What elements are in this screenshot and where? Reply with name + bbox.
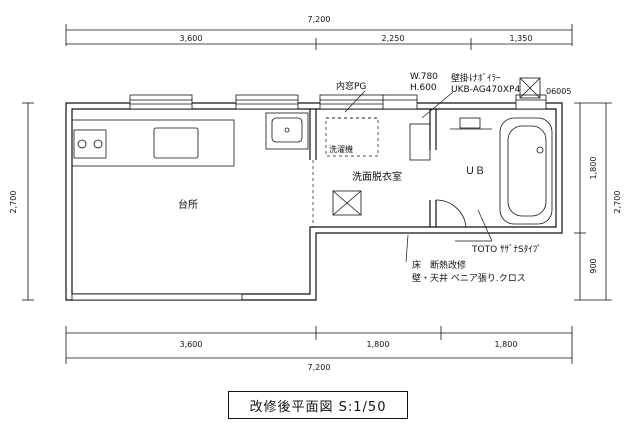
dim-top-seg3: 1,350 (510, 34, 533, 43)
room-washroom: 洗面脱衣室 (352, 170, 402, 183)
room-bath: ＵＢ (465, 166, 485, 177)
dim-bottom-seg2: 1,800 (367, 340, 390, 349)
label-boiler-model: UKB-AG470XP4 (451, 85, 520, 95)
dim-bottom-seg1: 3,600 (180, 340, 203, 349)
label-code: 06005 (546, 87, 571, 96)
dim-left-total: 2,700 (9, 191, 18, 214)
dim-right-total: 2,700 (613, 191, 622, 214)
dim-top-seg2: 2,250 (382, 34, 405, 43)
label-window-pg: 内窓PG (336, 80, 366, 92)
dim-right-seg1: 1,800 (589, 157, 598, 180)
room-kitchen: 台所 (178, 198, 198, 211)
label-washer: 洗濯機 (329, 144, 353, 154)
dim-top-seg1: 3,600 (180, 34, 203, 43)
label-wall-note: 壁・天井 ベニア張り.クロス (412, 272, 526, 284)
label-window-w: W.780 (410, 72, 438, 82)
label-window-h: H.600 (410, 83, 437, 93)
label-floor-note: 床 断熱改修 (412, 259, 466, 271)
dim-top-total: 7,200 (308, 15, 331, 24)
label-ub-type: TOTO ｻｻﾞﾅSﾀｲﾌﾟ (471, 244, 542, 255)
dim-bottom-total: 7,200 (308, 363, 331, 372)
drawing-title: 改修後平面図 S:1/50 (228, 391, 408, 419)
label-boiler: 壁掛けﾎﾞｲﾗｰ (451, 72, 501, 84)
dim-right-seg2: 900 (589, 258, 598, 273)
dim-bottom-seg3: 1,800 (495, 340, 518, 349)
